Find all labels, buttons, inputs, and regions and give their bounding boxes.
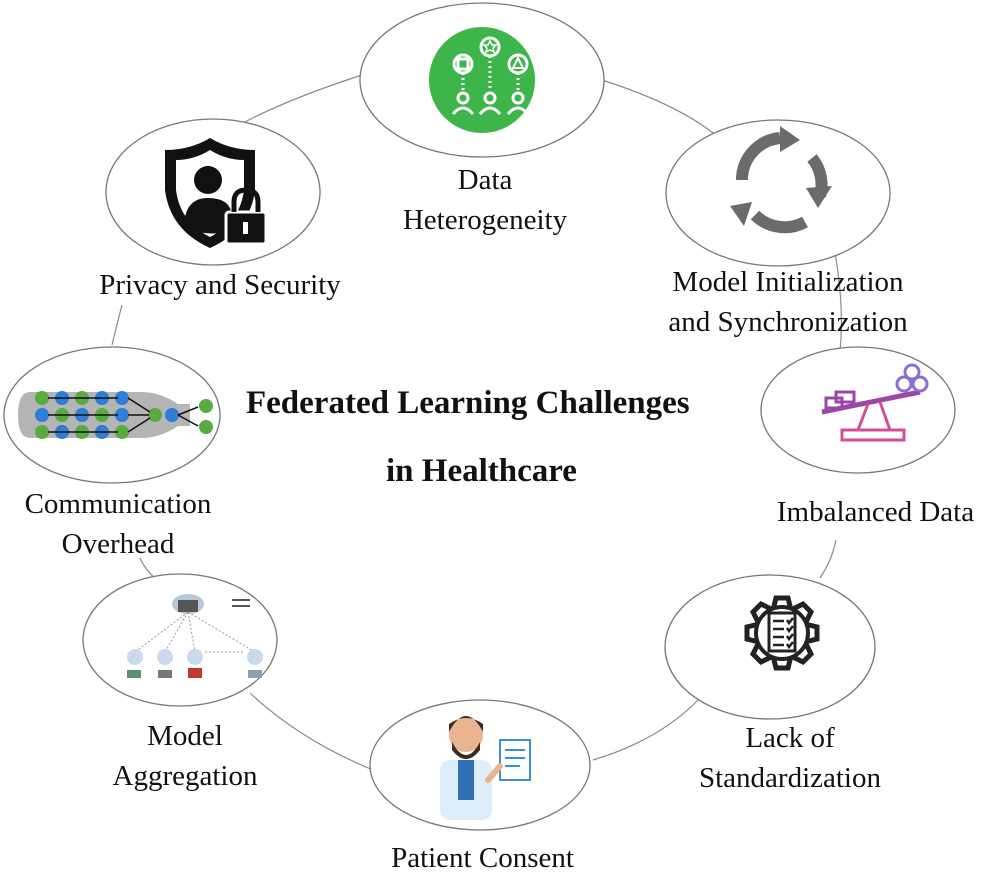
seesaw-icon <box>821 363 929 442</box>
connector-imbalanced-to-standardization <box>819 539 837 579</box>
sync-arrows-icon <box>730 126 832 234</box>
diagram-title-line2: in Healthcare <box>386 453 577 489</box>
federated-network-icon <box>127 594 263 678</box>
label-patient-consent: Patient Consent <box>391 842 574 874</box>
connector-consent-to-aggregation <box>249 692 374 771</box>
diagram-title-line1: Federated Learning Challenges <box>246 385 690 421</box>
people-shapes-icon <box>429 27 535 133</box>
label-privacy-security: Privacy and Security <box>99 269 341 301</box>
label-data-heterogeneity: Data Heterogeneity <box>402 164 568 236</box>
doctor-clipboard-icon <box>440 716 531 820</box>
node-ellipse-model-aggregation <box>82 573 278 707</box>
connector-communication-to-privacy <box>111 304 123 346</box>
node-ellipse-imbalanced-data <box>760 346 956 474</box>
bottleneck-nodes-icon <box>18 391 213 439</box>
label-communication-overhead: Communication Overhead <box>24 488 212 560</box>
label-lack-of-standardization: Lack of Standardization <box>698 722 881 794</box>
label-imbalanced-data: Imbalanced Data <box>776 496 975 528</box>
connector-data-to-sync <box>601 79 719 138</box>
node-ellipse-model-init-sync <box>665 119 891 267</box>
label-model-aggregation: Model Aggregation <box>112 720 258 792</box>
shield-lock-icon <box>165 138 268 248</box>
gear-checklist-icon <box>744 595 820 671</box>
connector-standardization-to-consent <box>592 697 701 761</box>
label-model-init-sync: Model Initialization and Synchronization <box>668 266 908 338</box>
